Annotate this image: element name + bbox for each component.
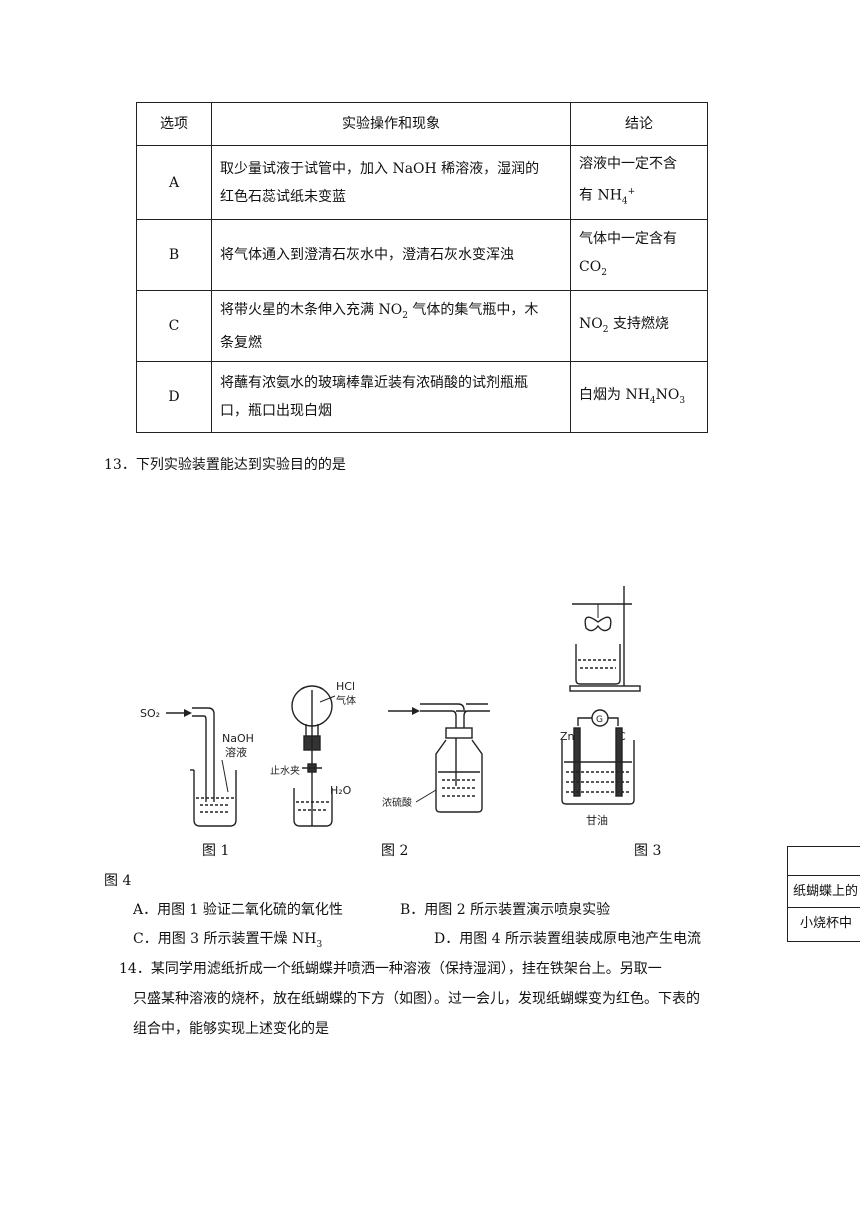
operation-cell: 取少量试液于试管中，加入 NaOH 稀溶液，湿润的 红色石蕊试纸未变蓝 [211, 144, 571, 221]
operation-line: 取少量试液于试管中，加入 NaOH 稀溶液，湿润的 [220, 160, 540, 177]
hcl-label: HCl [336, 680, 355, 693]
conclusion-cell: 溶液中一定不含 有 NH4+ [570, 144, 708, 221]
operation-line: 条复燃 [220, 335, 262, 352]
q13-option-c: C．用图 3 所示装置干燥 NH3 [133, 931, 323, 950]
apparatus-figures: SO₂ NaOH 溶液 HCl 气体 止水夹 H₂O [140, 586, 641, 827]
option-label: C [136, 290, 212, 363]
table-row: D 将蘸有浓氨水的玻璃棒靠近装有浓硝酸的试剂瓶瓶 口，瓶口出现白烟 白烟为 NH… [136, 361, 708, 434]
figure2-apparatus: HCl 气体 止水夹 H₂O [270, 680, 356, 827]
table-row: C 将带火星的木条伸入充满 NO2 气体的集气瓶中，木 条复燃 NO2 支持燃烧 [136, 290, 708, 363]
q13-stem: 13．下列实验装置能达到实验目的的是 [104, 457, 346, 473]
conclusion-line: 气体中一定含有 [579, 230, 677, 247]
conclusion-cell: 白烟为 NH4NO3 [570, 361, 708, 434]
operation-line: 将气体通入到澄清石灰水中，澄清石灰水变浑浊 [220, 247, 514, 264]
operation-line: 将带火星的木条伸入充满 NO2 气体的集气瓶中，木 [220, 301, 539, 321]
galvanic-cell-apparatus: G Zn C 甘油 [560, 709, 635, 827]
figure3-apparatus: 浓硫酸 [382, 703, 490, 813]
q14-stem-line: 只盛某种溶液的烧杯，放在纸蝴蝶的下方（如图）。过一会儿，发现纸蝴蝶变为红色。下表… [133, 991, 700, 1007]
conclusion-cell: 气体中一定含有 CO2 [570, 219, 708, 292]
operation-cell: 将蘸有浓氨水的玻璃棒靠近装有浓硝酸的试剂瓶瓶 口，瓶口出现白烟 [211, 361, 571, 434]
gas-label: 气体 [336, 694, 356, 707]
conclusion-line: 溶液中一定不含 [579, 156, 677, 172]
q14-stem-line: 组合中，能够实现上述变化的是 [133, 1021, 329, 1037]
naoh-label-1: NaOH [222, 732, 254, 745]
operation-cell: 将带火星的木条伸入充满 NO2 气体的集气瓶中，木 条复燃 [211, 290, 571, 363]
zn-label: Zn [560, 730, 575, 743]
naoh-label-2: 溶液 [225, 745, 247, 759]
header-operation: 实验操作和现象 [211, 102, 571, 146]
h2o-label: H₂O [330, 784, 352, 797]
option-label: B [136, 219, 212, 292]
conclusion-cell: NO2 支持燃烧 [570, 290, 708, 363]
option-label: D [136, 361, 212, 434]
figure1-apparatus: SO₂ NaOH 溶液 [140, 707, 254, 827]
q13-option-b: B．用图 2 所示装置演示喷泉实验 [400, 902, 611, 918]
operation-line: 红色石蕊试纸未变蓝 [220, 188, 346, 205]
q12-table: 选项 实验操作和现象 结论 A 取少量试液于试管中，加入 NaOH 稀溶液，湿润… [136, 102, 708, 434]
q14-side-table: 纸蝴蝶上的 小烧杯中 [787, 846, 860, 942]
q14-stem-line: 14．某同学用滤纸折成一个纸蝴蝶并喷洒一种溶液（保持湿润），挂在铁架台上。另取一 [119, 961, 662, 977]
q13-option-a: A．用图 1 验证二氧化硫的氧化性 [133, 902, 343, 918]
so2-label: SO₂ [140, 707, 160, 720]
figure-caption: 图 1 [202, 843, 230, 859]
q13-option-d: D．用图 4 所示装置组装成原电池产生电流 [434, 931, 702, 947]
header-conclusion: 结论 [570, 102, 708, 146]
galvanometer-label: G [596, 715, 603, 725]
option-label: A [136, 144, 212, 221]
operation-line: 口，瓶口出现白烟 [220, 403, 332, 420]
operation-line: 将蘸有浓氨水的玻璃棒靠近装有浓硝酸的试剂瓶瓶 [220, 375, 528, 392]
figure-caption: 图 3 [634, 843, 662, 859]
sulfuric-acid-label: 浓硫酸 [382, 796, 412, 809]
clamp-label: 止水夹 [270, 764, 300, 777]
table-row: A 取少量试液于试管中，加入 NaOH 稀溶液，湿润的 红色石蕊试纸未变蓝 溶液… [136, 144, 708, 221]
table-header-row: 选项 实验操作和现象 结论 [136, 102, 708, 146]
header-option: 选项 [136, 102, 212, 146]
conclusion-line: NO2 支持燃烧 [579, 315, 669, 335]
butterfly-stand-apparatus [569, 586, 641, 692]
glycerol-label: 甘油 [586, 813, 608, 827]
operation-cell: 将气体通入到澄清石灰水中，澄清石灰水变浑浊 [211, 219, 571, 292]
figure-caption: 图 4 [104, 873, 132, 889]
side-table-row: 小烧杯中 [788, 907, 860, 942]
conclusion-line: CO2 [579, 258, 607, 278]
figure-caption: 图 2 [381, 843, 409, 859]
conclusion-line: 有 NH4+ [579, 187, 636, 207]
table-row: B 将气体通入到澄清石灰水中，澄清石灰水变浑浊 气体中一定含有 CO2 [136, 219, 708, 292]
side-table-row: 纸蝴蝶上的 [788, 875, 860, 908]
conclusion-line: 白烟为 NH4NO3 [579, 386, 686, 406]
